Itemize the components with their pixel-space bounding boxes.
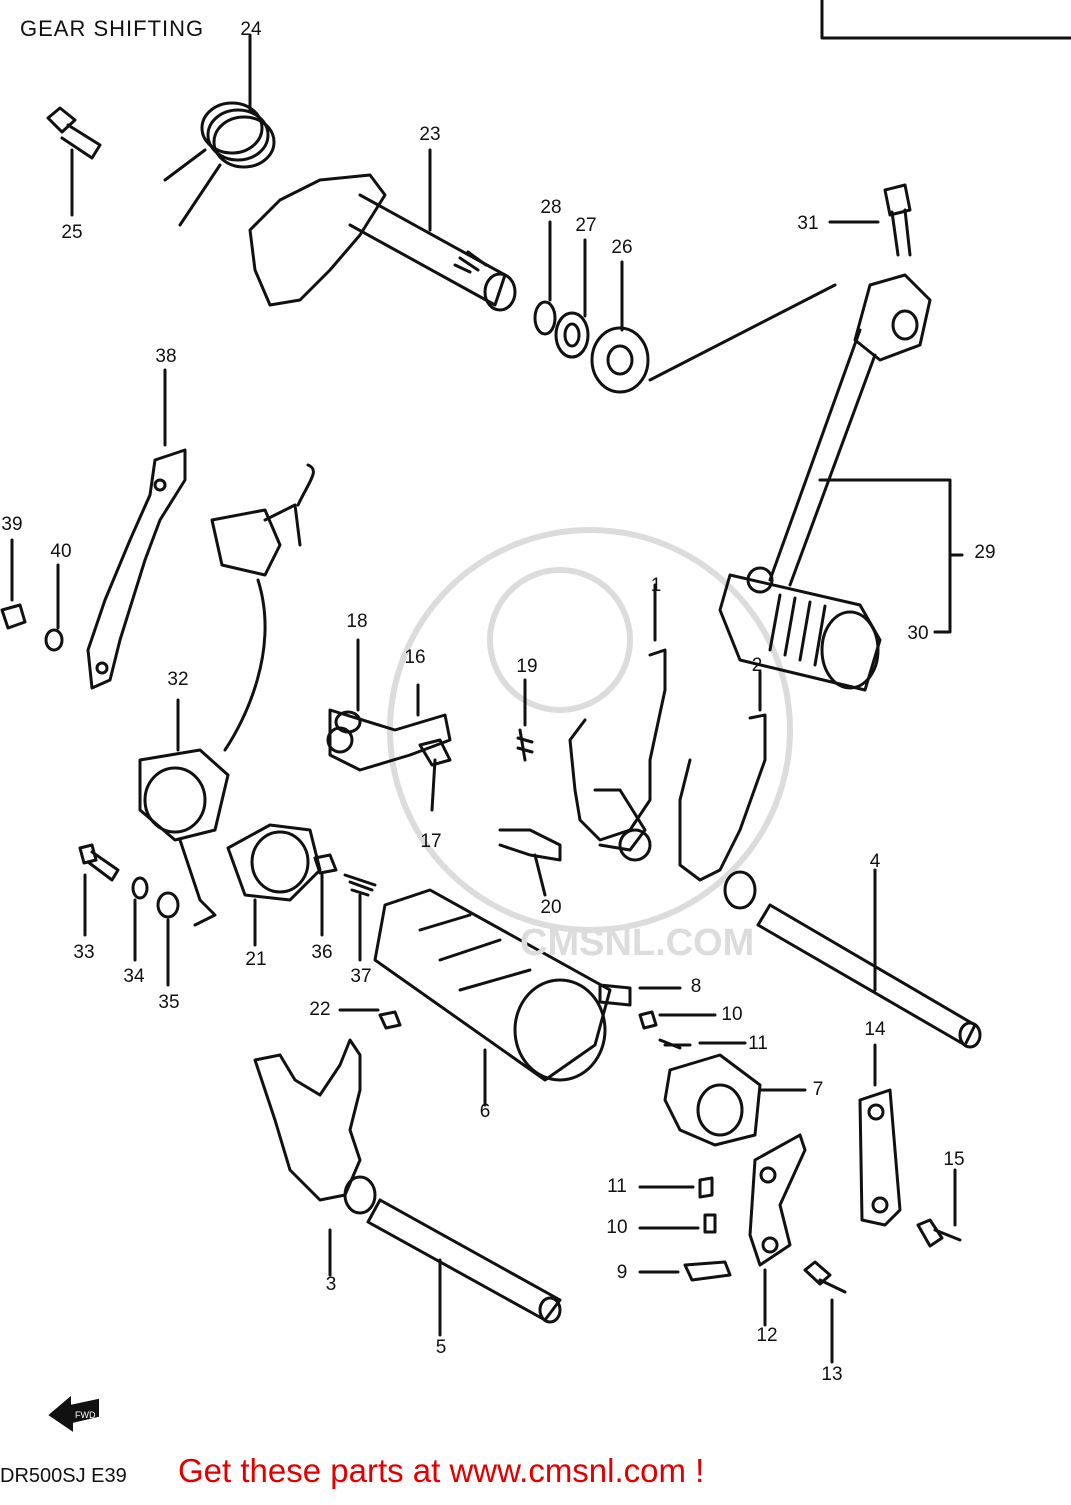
callout-38: 38 (155, 346, 177, 367)
front-arrow-icon: FWD (48, 1395, 99, 1432)
svg-text:FWD: FWD (75, 1410, 96, 1420)
part-32-gear-position-switch (138, 463, 315, 927)
callout-14: 14 (864, 1019, 886, 1040)
part-5-shaft (366, 1198, 562, 1337)
part-4-shaft (756, 868, 982, 1049)
callout-34: 34 (123, 966, 145, 987)
part-38-plate (86, 368, 187, 690)
callout-21: 21 (245, 949, 267, 970)
callout-28: 28 (540, 197, 562, 218)
part-29-shift-lever (648, 273, 964, 634)
part-23-shift-shaft (248, 148, 517, 312)
parts-39-40 (0, 538, 64, 652)
part-2-fork (678, 670, 767, 910)
callout-37: 37 (350, 966, 372, 987)
part-1-fork (568, 583, 667, 862)
callout-40: 40 (50, 541, 72, 562)
diagram-title: GEAR SHIFTING (20, 16, 205, 41)
promo-link[interactable]: Get these parts at www.cmsnl.com ! (178, 1452, 705, 1489)
callout-4: 4 (869, 851, 881, 872)
callout-1: 1 (650, 575, 662, 596)
callout-23: 23 (419, 124, 441, 145)
callout-32: 32 (167, 669, 189, 690)
callout-2: 2 (751, 655, 763, 676)
part-21-cover (226, 823, 322, 947)
callout-25: 25 (61, 222, 83, 243)
callout-15: 15 (943, 1149, 965, 1170)
parts-12-15 (748, 1043, 962, 1364)
callout-10-lower: 10 (606, 1217, 628, 1238)
part-25-bolt (46, 106, 102, 217)
watermark-text: CMSNL.COM (520, 922, 754, 964)
callout-16: 16 (404, 647, 426, 668)
callout-10-upper: 10 (721, 1004, 743, 1025)
part-31-bolt (828, 183, 912, 257)
model-code: DR500SJ E39 (0, 1465, 127, 1487)
callout-12: 12 (756, 1325, 778, 1346)
callout-17: 17 (420, 831, 442, 852)
callout-3: 3 (325, 1274, 337, 1295)
callout-36: 36 (311, 942, 333, 963)
callout-27: 27 (575, 215, 597, 236)
callout-22: 22 (309, 999, 331, 1020)
parts-35-37 (313, 853, 377, 962)
parts-16-20 (326, 638, 562, 897)
parts-33-34-35 (78, 843, 180, 987)
part-3-fork (253, 1008, 402, 1277)
part-30-rubber (718, 566, 882, 692)
callout-39: 39 (1, 514, 23, 535)
callout-19: 19 (516, 656, 538, 677)
page-corner-frame (820, 0, 1071, 40)
parts-26-27-28 (533, 220, 650, 394)
part-6-gear-shift-cam (373, 888, 682, 1107)
callout-24: 24 (240, 19, 262, 40)
callout-18: 18 (346, 611, 368, 632)
callout-9: 9 (616, 1262, 628, 1283)
callout-11-lower: 11 (607, 1176, 627, 1197)
callout-11-upper: 11 (748, 1033, 768, 1054)
parts-7-11 (638, 1010, 807, 1282)
callout-13: 13 (821, 1364, 843, 1385)
callout-5: 5 (435, 1337, 447, 1358)
callout-8: 8 (690, 976, 702, 997)
callout-30: 30 (907, 623, 929, 644)
callout-26: 26 (611, 237, 633, 258)
callout-31: 31 (797, 213, 819, 234)
callout-20: 20 (540, 897, 562, 918)
callout-35: 35 (158, 992, 180, 1013)
part-24-spring (163, 33, 276, 227)
callout-7: 7 (812, 1079, 824, 1100)
callout-6: 6 (479, 1101, 491, 1122)
callout-33: 33 (73, 942, 95, 963)
callout-29: 29 (974, 542, 996, 563)
watermark-logo (387, 527, 793, 933)
